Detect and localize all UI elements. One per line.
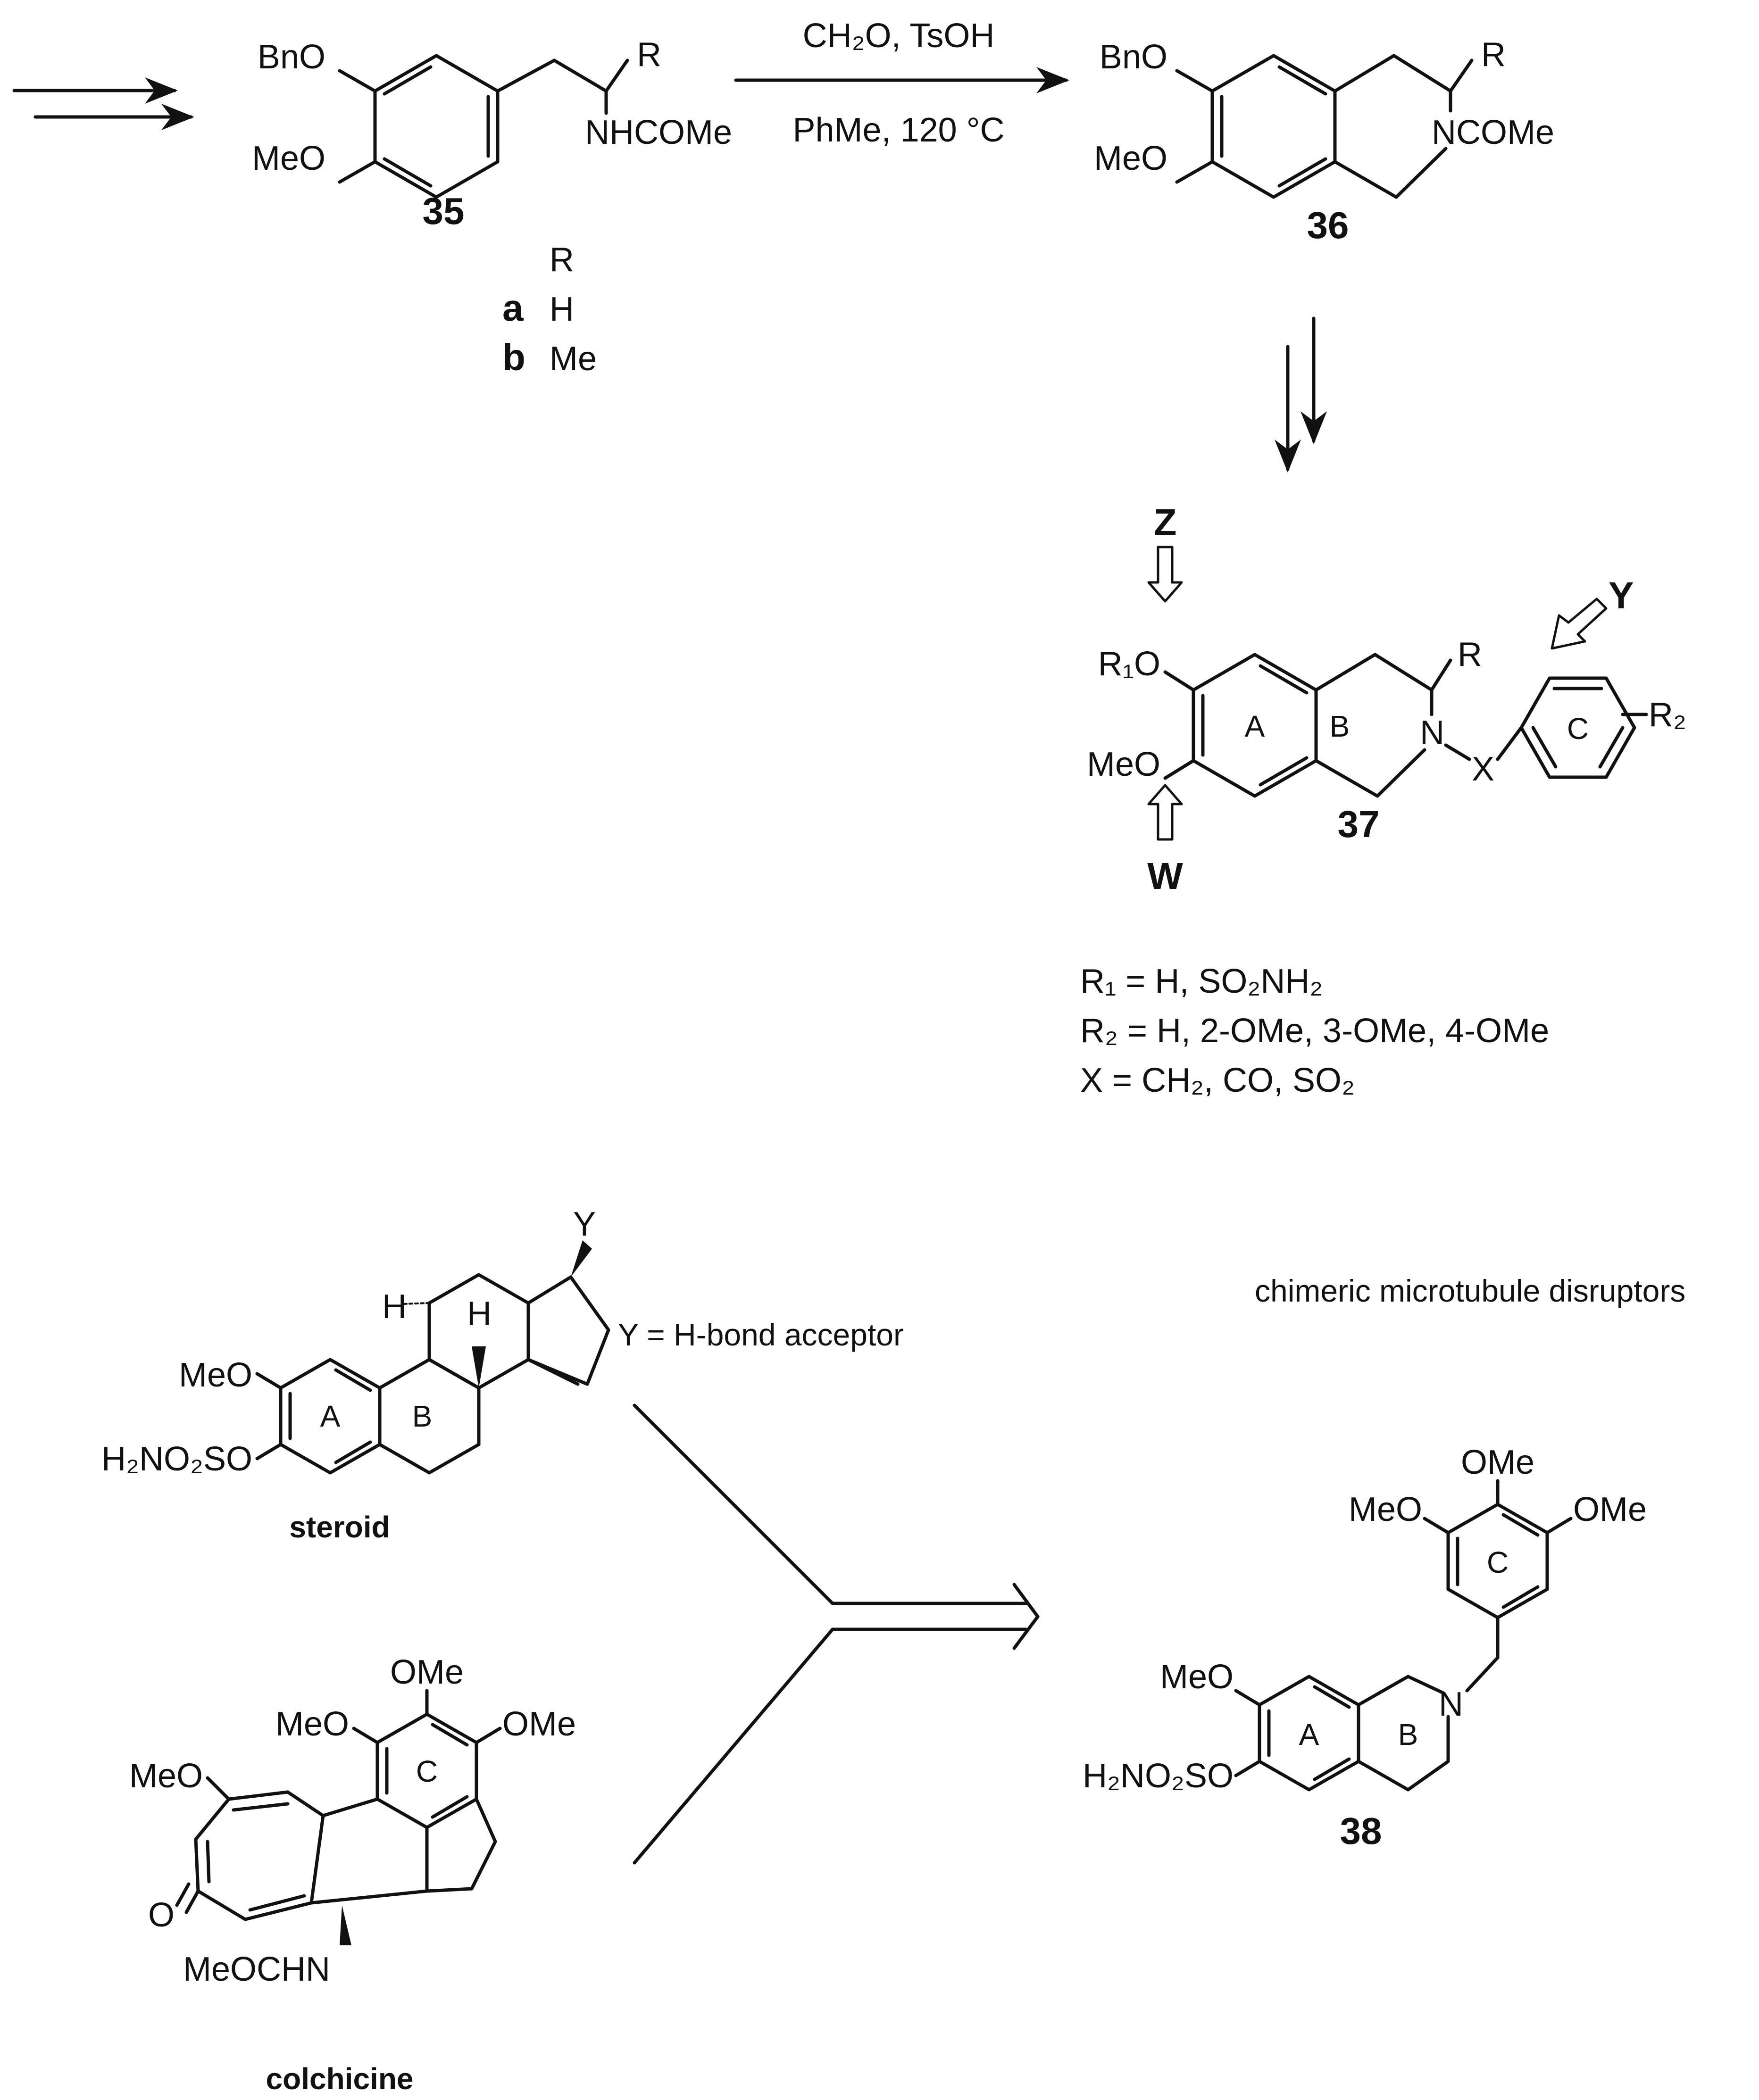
x-label: X	[1472, 750, 1494, 788]
site-markers-37: Z W Y	[1147, 501, 1634, 897]
definition-r2: R₂ = H, 2-OMe, 3-OMe, 4-OMe	[1080, 1012, 1549, 1050]
site-w-arrow-icon	[1147, 784, 1183, 841]
meo-label-38-c3: MeO	[1349, 1491, 1422, 1528]
colchicine-structure: MeO OMe OMe MeO O MeOCHN C	[129, 1653, 576, 1988]
site-w-label: W	[1147, 855, 1183, 897]
chimeric-note: chimeric microtubule disruptors	[1255, 1273, 1685, 1308]
r-table-value-a: H	[550, 291, 574, 328]
nhcome-label-35: NHCOMe	[585, 114, 732, 151]
compound-38-structure: MeO OMe OMe N MeO H₂NO₂SO A B C	[1083, 1444, 1647, 1795]
h-label-steroid-9: H	[382, 1288, 407, 1326]
r-table-header: R	[550, 241, 574, 279]
ring-c-label-colchicine: C	[416, 1754, 438, 1788]
wedge-bond	[340, 1905, 351, 1945]
r1o-label: R₁O	[1098, 645, 1160, 683]
ring-b-label-37: B	[1330, 709, 1350, 743]
meo-label-colchicine-10: MeO	[129, 1757, 203, 1795]
multistep-arrow-36-37	[1275, 316, 1327, 473]
ring-b-label-38: B	[1398, 1718, 1418, 1751]
r-label-37: R	[1458, 636, 1482, 673]
wedge-bond	[472, 1346, 486, 1388]
ring-a-label-38: A	[1299, 1718, 1319, 1751]
meo-label-steroid: MeO	[179, 1356, 252, 1394]
h2no2so-label-steroid: H₂NO₂SO	[101, 1440, 252, 1478]
compound-38-label: 38	[1340, 1810, 1382, 1852]
h-label-steroid-14: H	[467, 1295, 492, 1333]
meo-label-37: MeO	[1087, 746, 1160, 783]
ring-b-label-steroid: B	[412, 1399, 433, 1433]
site-y-label: Y	[1609, 574, 1634, 616]
reaction-arrow-35-36: CH₂O, TsOH PhMe, 120 °C	[734, 17, 1069, 149]
ncome-label-36: NCOMe	[1432, 114, 1554, 151]
r-table-value-b: Me	[550, 340, 597, 378]
compound-35-label: 35	[423, 190, 465, 232]
y-definition-note: Y = H-bond acceptor	[618, 1317, 904, 1352]
compound-37-structure: R₁O MeO R N X R₂ A B C	[1087, 636, 1686, 798]
r-substituent-table: R a H b Me	[502, 241, 597, 378]
meo-label-colchicine-1: MeO	[275, 1705, 349, 1743]
meo-label-38: MeO	[1160, 1658, 1234, 1696]
ome-label-colchicine-2: OMe	[390, 1653, 464, 1691]
substituent-definitions: R₁ = H, SO₂NH₂ R₂ = H, 2-OMe, 3-OMe, 4-O…	[1080, 963, 1549, 1099]
site-z-label: Z	[1154, 501, 1177, 543]
r2-label: R₂	[1649, 696, 1686, 734]
ome-label-38-c5: OMe	[1573, 1491, 1647, 1528]
reagents-top: CH₂O, TsOH	[803, 17, 995, 55]
carbonyl-o-label: O	[148, 1896, 175, 1934]
h2no2so-label-38: H₂NO₂SO	[1083, 1757, 1234, 1795]
meocHN-label: MeOCHN	[183, 1951, 330, 1988]
site-y-arrow-icon	[1551, 598, 1608, 650]
meo-label-35: MeO	[252, 140, 325, 177]
wedge-bond	[571, 1240, 592, 1277]
n-label-38: N	[1439, 1685, 1463, 1723]
colchicine-label: colchicine	[266, 2062, 414, 2096]
definition-x: X = CH₂, CO, SO₂	[1080, 1062, 1355, 1099]
ome-label-38-c4: OMe	[1461, 1444, 1534, 1481]
steroid-label: steroid	[289, 1510, 390, 1544]
compound-36-structure: BnO MeO R NCOMe	[1094, 36, 1554, 199]
compound-35-structure: BnO MeO R NHCOMe	[252, 36, 732, 199]
definition-r1: R₁ = H, SO₂NH₂	[1080, 963, 1323, 1000]
convergence-arrow	[633, 1403, 1040, 1865]
multistep-arrow-to-35	[12, 77, 194, 130]
ome-label-colchicine-3: OMe	[502, 1705, 576, 1743]
compound-37-label: 37	[1338, 803, 1380, 845]
ring-a-label-37: A	[1245, 709, 1265, 743]
y-label-steroid: Y	[573, 1205, 596, 1243]
ring-c-label-38: C	[1487, 1545, 1509, 1579]
reagents-bottom: PhMe, 120 °C	[792, 111, 1004, 149]
meo-label-36: MeO	[1094, 140, 1167, 177]
r-table-key-b: b	[502, 336, 525, 378]
steroid-structure: MeO H₂NO₂SO Y H H A B	[101, 1205, 610, 1478]
ring-a-label-steroid: A	[320, 1399, 341, 1433]
ring-c-label-37: C	[1567, 712, 1589, 746]
compound-36-label: 36	[1307, 204, 1349, 246]
r-table-key-a: a	[502, 287, 524, 329]
bno-label-36: BnO	[1100, 38, 1167, 76]
r-label-36: R	[1481, 36, 1506, 74]
r-label-35: R	[637, 36, 661, 74]
bno-label-35: BnO	[258, 38, 325, 76]
n-label-37: N	[1420, 714, 1444, 752]
site-z-arrow-icon	[1147, 546, 1183, 603]
